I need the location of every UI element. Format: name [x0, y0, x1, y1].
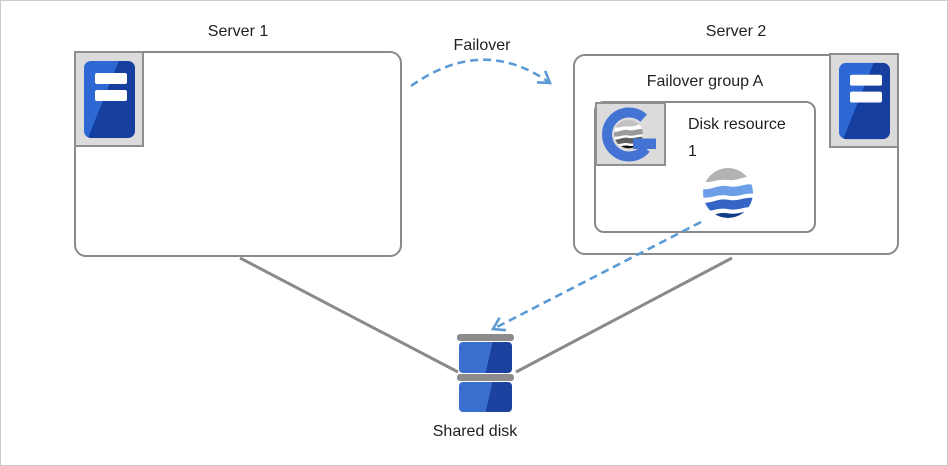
server1-to-shared-disk-line [239, 256, 459, 374]
server-tower-icon [83, 60, 135, 138]
cluster-group-g-icon [601, 107, 656, 161]
server1-icon-frame [74, 51, 144, 147]
server1-box [74, 51, 402, 257]
failover-group-icon-frame [595, 102, 666, 166]
server2-icon-frame [829, 53, 899, 148]
server2-to-shared-disk-line [515, 256, 733, 374]
disk-resource-label: Disk resource 1 [688, 116, 786, 160]
shared-disk-icon [457, 334, 514, 413]
disk-platter [459, 382, 512, 412]
failover-group-box [594, 101, 816, 233]
failover-arrow [410, 58, 552, 88]
failover-arrow-label: Failover [453, 37, 511, 54]
shared-disk-label: Shared disk [432, 423, 518, 440]
server-tower-icon [838, 62, 890, 139]
wave-sphere-icon [703, 168, 753, 218]
failover-group-label: Failover group A [646, 73, 764, 90]
disk-cap [457, 334, 514, 341]
disk-platter [459, 342, 512, 373]
disk-resource-icon-wrap [702, 167, 754, 219]
server1-label: Server 1 [207, 23, 269, 40]
disk-cap [457, 374, 514, 381]
server2-box [573, 54, 899, 255]
server2-label: Server 2 [705, 23, 767, 40]
